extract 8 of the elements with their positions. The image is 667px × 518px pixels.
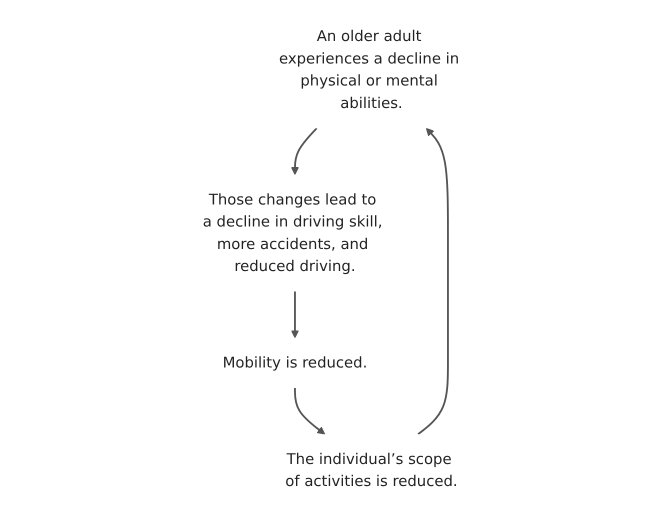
arrow (291, 128, 318, 175)
node-text: The individual’s scope of activities is reduced. (286, 450, 458, 490)
arrow (294, 388, 326, 435)
node-text: An older adult experiences a decline in physical or mental abilities. (279, 27, 460, 112)
arrow (291, 291, 300, 338)
node-text: Mobility is reduced. (222, 354, 368, 372)
arrow (418, 128, 450, 435)
node-text: Those changes lead to a decline in driving skill, more accidents, and reduced driving. (203, 190, 383, 275)
